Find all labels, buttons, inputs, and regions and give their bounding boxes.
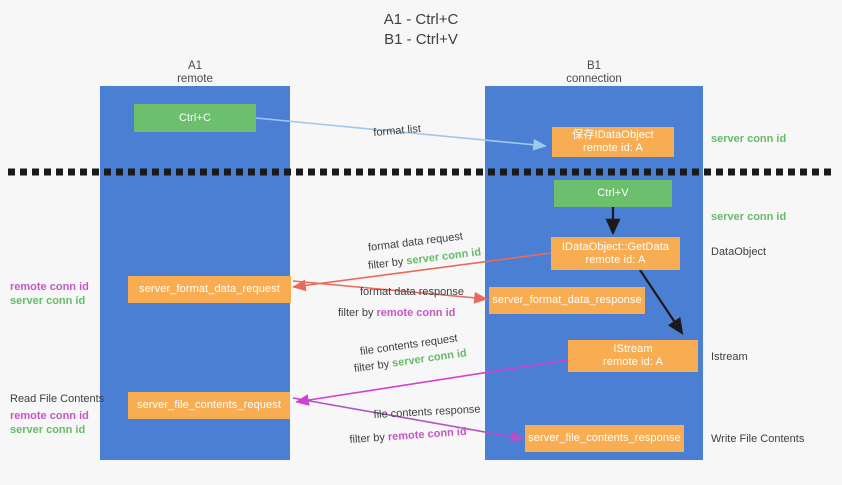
annotation-server-conn-id-mid: server conn id	[711, 211, 787, 223]
label-format-data-response-filter-prefix: filter by	[338, 307, 377, 319]
annotation-format-server-conn-id: server conn id	[10, 295, 86, 307]
node-save-idataobject-line1: 保存IDataObject	[572, 129, 654, 141]
label-format-data-request-filter-key: server conn id	[405, 246, 482, 268]
node-server-file-contents-response-label: server_file_contents_response	[528, 432, 681, 444]
annotation-file-conn-group: Read File Contents remote conn id server…	[10, 392, 104, 437]
title-line-1: A1 - Ctrl+C	[383, 11, 459, 28]
label-format-data-response-filter-key: remote conn id	[376, 307, 456, 319]
node-server-format-data-response-label: server_format_data_response	[492, 294, 642, 306]
annotation-file-remote-conn-id: remote conn id	[10, 410, 89, 422]
node-getdata[interactable]: IDataObject::GetData remote id: A	[551, 237, 680, 270]
node-ctrl-c[interactable]: Ctrl+C	[134, 104, 256, 132]
title-line-2: B1 - Ctrl+V	[384, 31, 458, 48]
label-format-data-response-filter: filter by remote conn id	[338, 306, 455, 320]
node-ctrl-v[interactable]: Ctrl+V	[554, 180, 672, 207]
label-file-contents-request-filter-prefix: filter by	[353, 357, 394, 376]
lane-b1-title: B1	[586, 60, 602, 72]
label-file-contents-response: file contents response	[373, 403, 481, 422]
node-save-idataobject-line2: remote id: A	[583, 142, 643, 154]
lane-header-a1: A1 remote	[100, 60, 290, 86]
diagram-title: A1 - Ctrl+C B1 - Ctrl+V	[0, 10, 842, 50]
annotation-read-file-contents: Read File Contents	[10, 393, 105, 405]
annotation-format-conn-group: remote conn id server conn id	[10, 280, 89, 308]
annotation-write-file-contents: Write File Contents	[711, 433, 805, 445]
node-save-idataobject[interactable]: 保存IDataObject remote id: A	[552, 127, 674, 157]
node-istream-line1: IStream	[613, 343, 653, 355]
node-server-format-data-request[interactable]: server_format_data_request	[128, 276, 291, 303]
node-server-file-contents-request-label: server_file_contents_request	[136, 399, 282, 411]
annotation-istream: Istream	[711, 351, 748, 363]
annotation-server-conn-id-top: server conn id	[711, 133, 787, 145]
node-server-format-data-request-label: server_format_data_request	[139, 283, 280, 295]
label-file-contents-response-filter: filter by remote conn id	[349, 425, 467, 447]
node-server-format-data-response[interactable]: server_format_data_response	[489, 287, 645, 314]
lane-header-b1: B1 connection	[485, 60, 703, 86]
annotation-dataobject: DataObject	[711, 246, 767, 258]
label-format-data-request-filter-prefix: filter by	[367, 255, 408, 273]
lane-a1-subtitle: remote	[177, 73, 213, 85]
lane-b1-subtitle: connection	[566, 73, 622, 85]
annotation-format-remote-conn-id: remote conn id	[10, 281, 89, 293]
label-format-data-response: format data response	[360, 286, 464, 298]
node-server-file-contents-response[interactable]: server_file_contents_response	[525, 425, 684, 452]
annotation-file-server-conn-id: server conn id	[10, 424, 86, 436]
label-file-contents-response-filter-prefix: filter by	[349, 431, 389, 447]
label-file-contents-response-filter-key: remote conn id	[387, 425, 468, 444]
node-istream[interactable]: IStream remote id: A	[568, 340, 698, 372]
node-ctrl-c-label: Ctrl+C	[178, 111, 212, 124]
node-getdata-line2: remote id: A	[585, 253, 646, 266]
node-getdata-line1: IDataObject::GetData	[561, 240, 670, 253]
label-format-list: format list	[372, 122, 422, 140]
node-server-file-contents-request[interactable]: server_file_contents_request	[128, 392, 290, 419]
lane-a1-title: A1	[187, 60, 203, 72]
node-ctrl-v-label: Ctrl+V	[597, 187, 629, 199]
node-istream-line2: remote id: A	[603, 356, 663, 368]
